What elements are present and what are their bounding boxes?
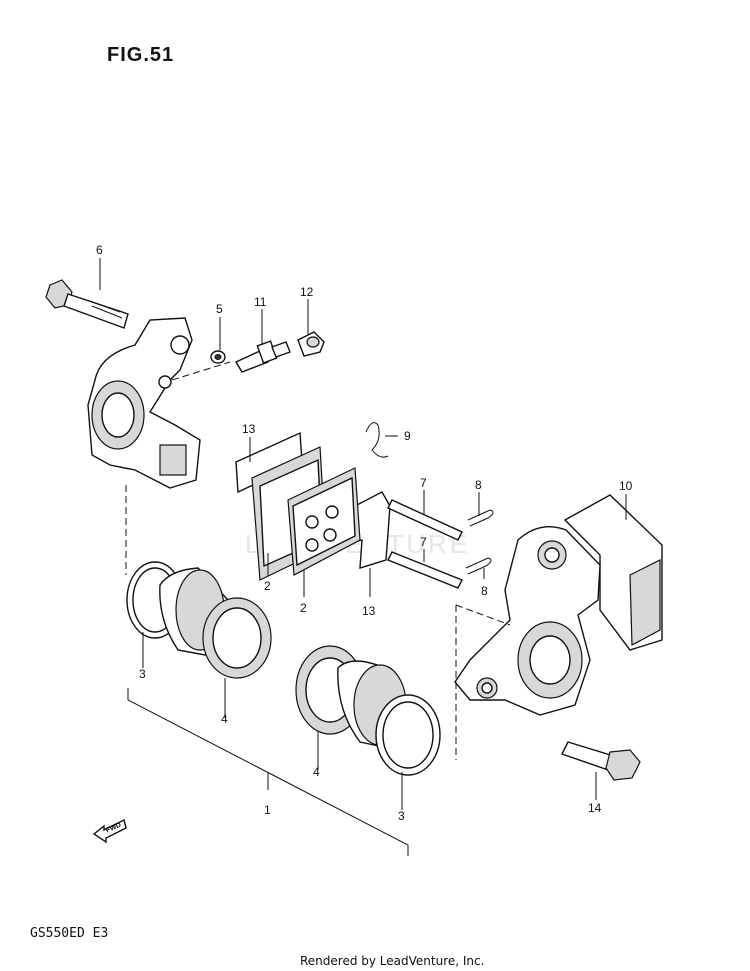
callout-13-right: 13 [362,604,376,618]
assembly-lines [125,361,511,760]
callout-11: 11 [254,295,267,309]
callout-1: 1 [264,803,271,817]
dust-boot-part-4-left[interactable] [202,597,272,679]
callout-5: 5 [216,302,223,316]
callout-12: 12 [300,285,314,299]
callout-13-left: 13 [242,422,256,436]
piston-seal-part-3-right[interactable] [375,694,441,776]
callout-14: 14 [588,801,602,815]
callout-4-left: 4 [221,712,228,726]
callout-3-left: 3 [139,667,146,681]
pin-part-7-upper[interactable] [387,499,463,541]
washer-part-5[interactable] [210,350,226,364]
callout-2-right: 2 [300,601,307,615]
footer-credit: Rendered by LeadVenture, Inc. [300,954,485,968]
bolt-part-6[interactable] [45,279,129,329]
bleeder-valve-part-11[interactable] [234,340,291,373]
cap-part-12[interactable] [297,331,325,357]
callout-7-upper: 7 [420,476,427,490]
figure-title: FIG.51 [107,44,175,66]
callout-6: 6 [96,243,103,257]
callout-9: 9 [404,429,411,443]
pin-part-7-lower[interactable] [387,551,463,589]
caliper-body-outer[interactable] [454,526,601,716]
assembly-bracket [127,688,409,856]
callout-4-right: 4 [313,765,320,779]
callout-leaders [99,258,627,810]
clip-part-8-upper[interactable] [467,509,494,527]
clip-part-8-lower[interactable] [465,557,492,575]
callout-7-lower: 7 [420,535,427,549]
callout-10: 10 [619,479,633,493]
bolt-part-14[interactable] [561,741,641,781]
callouts: 1 2 2 3 3 4 4 5 6 7 7 8 8 9 10 11 12 13 … [96,243,633,823]
model-code: GS550ED E3 [30,926,109,941]
callout-8-lower: 8 [481,584,488,598]
callout-2-left: 2 [264,579,271,593]
spring-clip-part-9[interactable] [365,422,389,458]
callout-8-upper: 8 [475,478,482,492]
caliper-body-inner[interactable] [87,317,201,489]
callout-3-right: 3 [398,809,405,823]
brake-pad-part-2-right[interactable] [287,467,361,576]
forward-arrow-icon: FWD [92,818,127,844]
